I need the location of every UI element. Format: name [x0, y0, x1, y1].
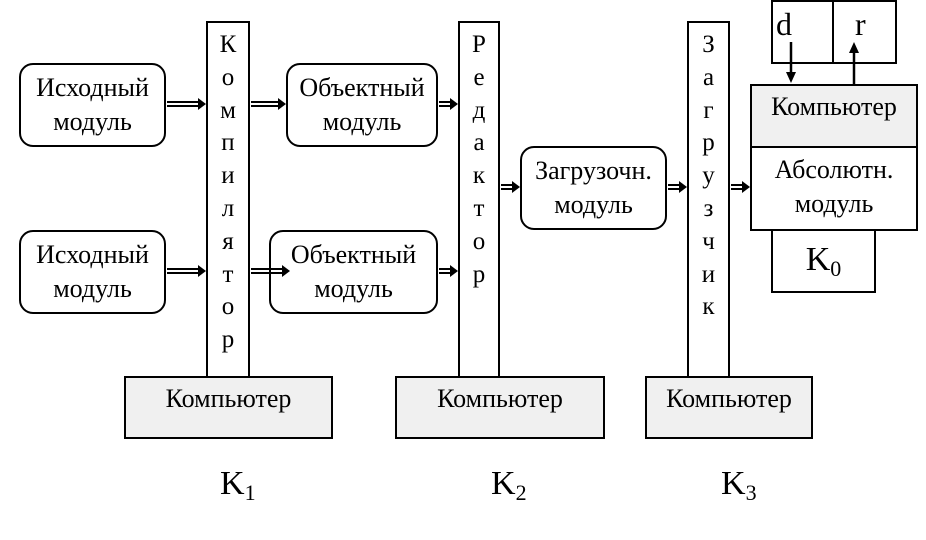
arrow-compiler-to-object2: [251, 265, 290, 277]
k1-base: K: [220, 465, 245, 502]
vertical-letter: к: [702, 293, 715, 321]
vertical-letter: т: [222, 260, 234, 288]
k3-sub: 3: [745, 480, 757, 505]
vertical-letter: я: [222, 227, 234, 255]
absolute-module: Абсолютн. модуль: [750, 146, 918, 231]
text-line: Исходный: [36, 73, 149, 102]
vertical-letter: р: [472, 260, 486, 288]
computer-k3: Компьютер: [645, 376, 813, 439]
arrow-computer-to-r: [849, 42, 859, 84]
vertical-letter: К: [219, 31, 237, 58]
vertical-letter: и: [221, 162, 235, 190]
computer-k0-label: Компьютер: [771, 92, 897, 121]
load-module-label: Загрузочн. модуль: [522, 154, 665, 222]
vertical-letter: З: [702, 31, 715, 58]
vertical-letter: п: [221, 129, 235, 157]
arrow-source1-to-compiler: [167, 98, 206, 110]
vertical-letter: о: [221, 63, 235, 91]
k0-label: K0: [773, 240, 874, 289]
computer-k1: Компьютер: [124, 376, 333, 439]
vertical-letter: д: [472, 96, 486, 124]
source-module-1: Исходный модуль: [19, 63, 166, 147]
source-module-2-label: Исходный модуль: [21, 238, 164, 306]
vertical-letter: т: [473, 195, 485, 222]
computer-k0: Компьютер: [750, 84, 918, 148]
vertical-letter: л: [221, 195, 235, 222]
text-line: модуль: [53, 274, 132, 303]
vertical-letter: у: [702, 162, 715, 190]
load-module: Загрузочн. модуль: [520, 146, 667, 230]
text-line: модуль: [322, 107, 402, 136]
computer-k2-label: Компьютер: [437, 384, 563, 413]
k2-sub: 2: [515, 480, 527, 505]
text-line: модуль: [794, 189, 874, 218]
register-d: d: [771, 0, 835, 64]
computer-k2: Компьютер: [395, 376, 605, 439]
k3-label: K3: [721, 464, 757, 513]
computer-k1-label: Компьютер: [165, 384, 292, 413]
text-line: модуль: [53, 107, 132, 136]
text-line: модуль: [554, 190, 633, 219]
vertical-letter: о: [472, 227, 486, 255]
vertical-letter: Р: [472, 31, 486, 58]
source-module-1-label: Исходный модуль: [21, 71, 164, 139]
vertical-letter: з: [703, 195, 714, 222]
object-module-2: Объектный модуль: [269, 230, 438, 314]
arrow-loader-to-absolute: [731, 181, 750, 193]
source-module-2: Исходный модуль: [19, 230, 166, 314]
vertical-letter: и: [701, 260, 716, 288]
text-line: Объектный: [299, 73, 425, 102]
arrow-source2-to-compiler: [167, 265, 206, 277]
arrow-object2-to-linker: [439, 265, 458, 277]
vertical-letter: р: [221, 326, 235, 354]
k2-label: K2: [491, 464, 527, 513]
vertical-letter: м: [220, 96, 236, 124]
vertical-letter: ч: [702, 227, 715, 255]
register-r-label: r: [855, 6, 866, 42]
register-r: r: [832, 0, 897, 64]
computer-k3-label: Компьютер: [666, 384, 792, 413]
k0-base: K: [805, 241, 831, 278]
k0-box: K0: [771, 229, 876, 293]
vertical-letter: а: [473, 129, 485, 157]
object-module-1-label: Объектный модуль: [288, 71, 436, 139]
text-line: Загрузочн.: [535, 156, 652, 185]
object-module-1: Объектный модуль: [286, 63, 438, 147]
k1-label: K1: [220, 464, 256, 513]
arrow-compiler-to-object1: [251, 98, 286, 110]
vertical-letter: е: [473, 63, 485, 91]
arrow-loadmodule-to-loader: [668, 181, 687, 193]
object-module-2-label: Объектный модуль: [271, 238, 436, 306]
k2-base: K: [491, 465, 516, 502]
vertical-letter: к: [472, 162, 486, 190]
absolute-module-label: Абсолютн. модуль: [752, 153, 916, 221]
text-line: модуль: [314, 274, 393, 303]
k1-sub: 1: [244, 480, 256, 505]
arrow-object1-to-linker: [439, 98, 458, 110]
register-d-label: d: [776, 6, 792, 42]
arrow-linker-to-loadmodule: [501, 181, 520, 193]
vertical-letter: а: [702, 63, 715, 91]
k3-base: K: [721, 465, 746, 502]
text-line: Исходный: [36, 240, 149, 269]
arrow-d-to-computer: [786, 42, 796, 83]
k0-sub: 0: [830, 256, 842, 281]
vertical-letter: г: [703, 96, 714, 124]
text-line: Объектный: [290, 240, 417, 269]
vertical-letter: о: [221, 293, 235, 321]
vertical-letter: р: [702, 129, 715, 157]
text-line: Абсолютн.: [774, 155, 894, 184]
